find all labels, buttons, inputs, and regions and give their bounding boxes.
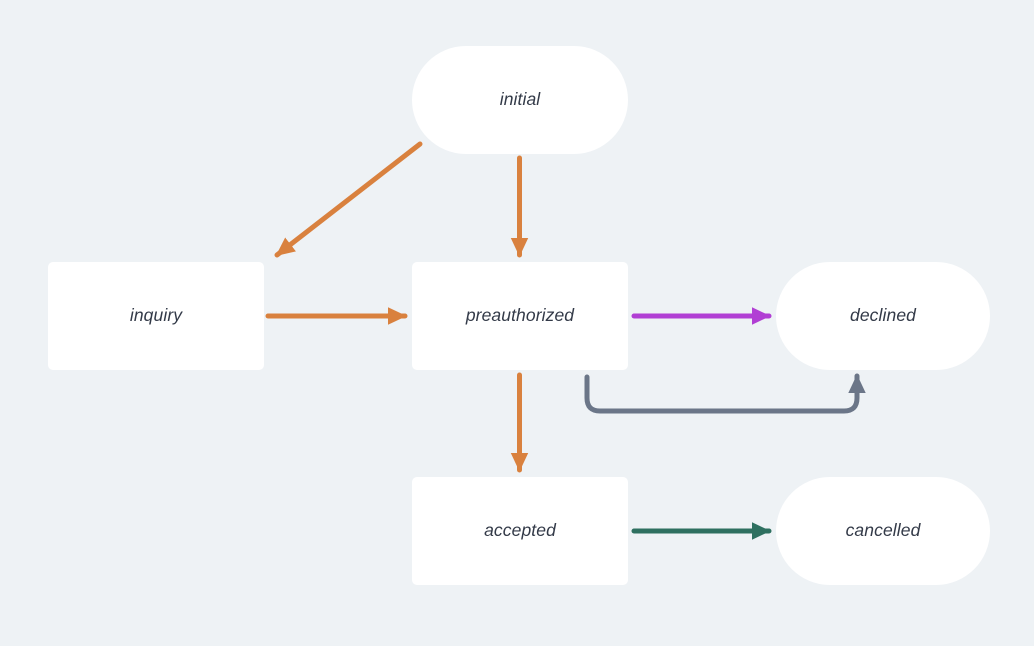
- state-node-label: inquiry: [129, 305, 183, 326]
- state-node-inquiry[interactable]: inquiry: [48, 262, 264, 370]
- edge-preauthorized-to-declined-curved: [584, 373, 866, 414]
- state-node-cancelled[interactable]: cancelled: [776, 477, 990, 585]
- state-node-label: accepted: [484, 520, 556, 541]
- state-node-declined[interactable]: declined: [776, 262, 990, 370]
- state-node-label: declined: [850, 305, 916, 326]
- state-node-label: cancelled: [845, 520, 921, 541]
- state-node-initial[interactable]: initial: [412, 46, 628, 154]
- state-node-accepted[interactable]: accepted: [412, 477, 628, 585]
- edge-initial-to-inquiry: [274, 141, 423, 258]
- state-node-label: preauthorized: [465, 305, 575, 326]
- state-node-preauthorized[interactable]: preauthorized: [412, 262, 628, 370]
- state-node-label: initial: [499, 89, 541, 110]
